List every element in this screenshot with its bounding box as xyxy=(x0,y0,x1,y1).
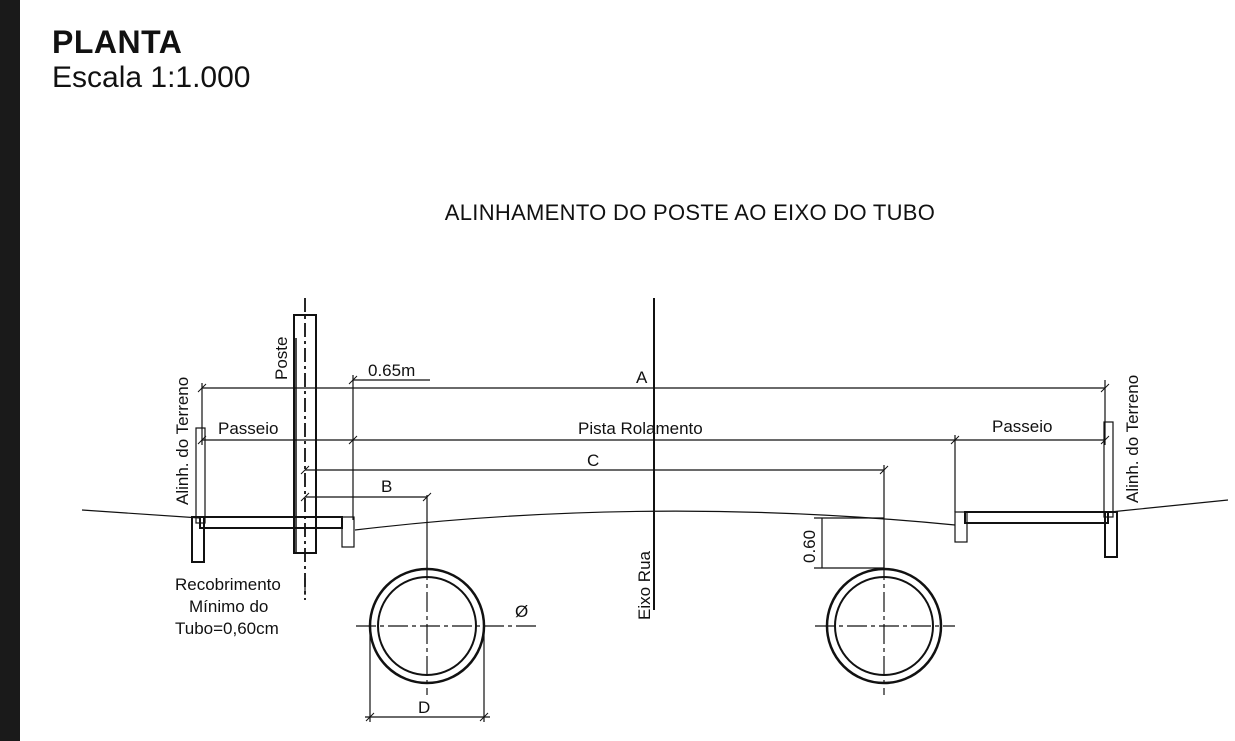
scale-label: Escala 1:1.000 xyxy=(52,61,251,94)
note-line-2: Mínimo do xyxy=(189,597,268,616)
ground-line-left xyxy=(81,509,201,519)
sidewalk-right-wall xyxy=(1104,511,1118,558)
tube-right xyxy=(815,560,955,695)
note-line-1: Recobrimento xyxy=(175,575,281,594)
tube-left xyxy=(356,560,540,695)
note-line-3: Tubo=0,60cm xyxy=(175,619,279,638)
ground-line-right xyxy=(1109,499,1229,513)
label-passeio-left: Passeio xyxy=(218,419,278,438)
left-border xyxy=(0,0,20,741)
label-dim-b: B xyxy=(381,477,392,496)
boundary-marker-right xyxy=(1103,421,1114,518)
label-depth: 0.60 xyxy=(800,530,819,563)
curb-right xyxy=(954,511,968,543)
label-dim-d: D xyxy=(418,698,430,717)
label-alinh-left: Alinh. do Terreno xyxy=(173,377,192,505)
sidewalk-left-slab xyxy=(199,516,343,529)
label-dim-a: A xyxy=(636,368,648,387)
sidewalk-left-wall xyxy=(191,516,205,563)
sidewalk-right-slab xyxy=(964,511,1109,524)
curb-left xyxy=(341,516,355,548)
boundary-marker-left xyxy=(195,427,206,524)
label-offset: 0.65m xyxy=(368,361,415,380)
label-passeio-right: Passeio xyxy=(992,417,1052,436)
label-diameter: Ø xyxy=(515,602,528,621)
label-pista: Pista Rolamento xyxy=(578,419,703,438)
label-dim-c: C xyxy=(587,451,599,470)
label-eixo-rua: Eixo Rua xyxy=(635,550,654,620)
label-poste: Poste xyxy=(272,337,291,380)
drawing-title: ALINHAMENTO DO POSTE AO EIXO DO TUBO xyxy=(444,200,936,225)
dimension-ticks xyxy=(197,375,1110,502)
title-block: PLANTA Escala 1:1.000 xyxy=(52,24,250,96)
page-title: PLANTA xyxy=(52,24,183,60)
label-alinh-right: Alinh. do Terreno xyxy=(1123,375,1142,503)
